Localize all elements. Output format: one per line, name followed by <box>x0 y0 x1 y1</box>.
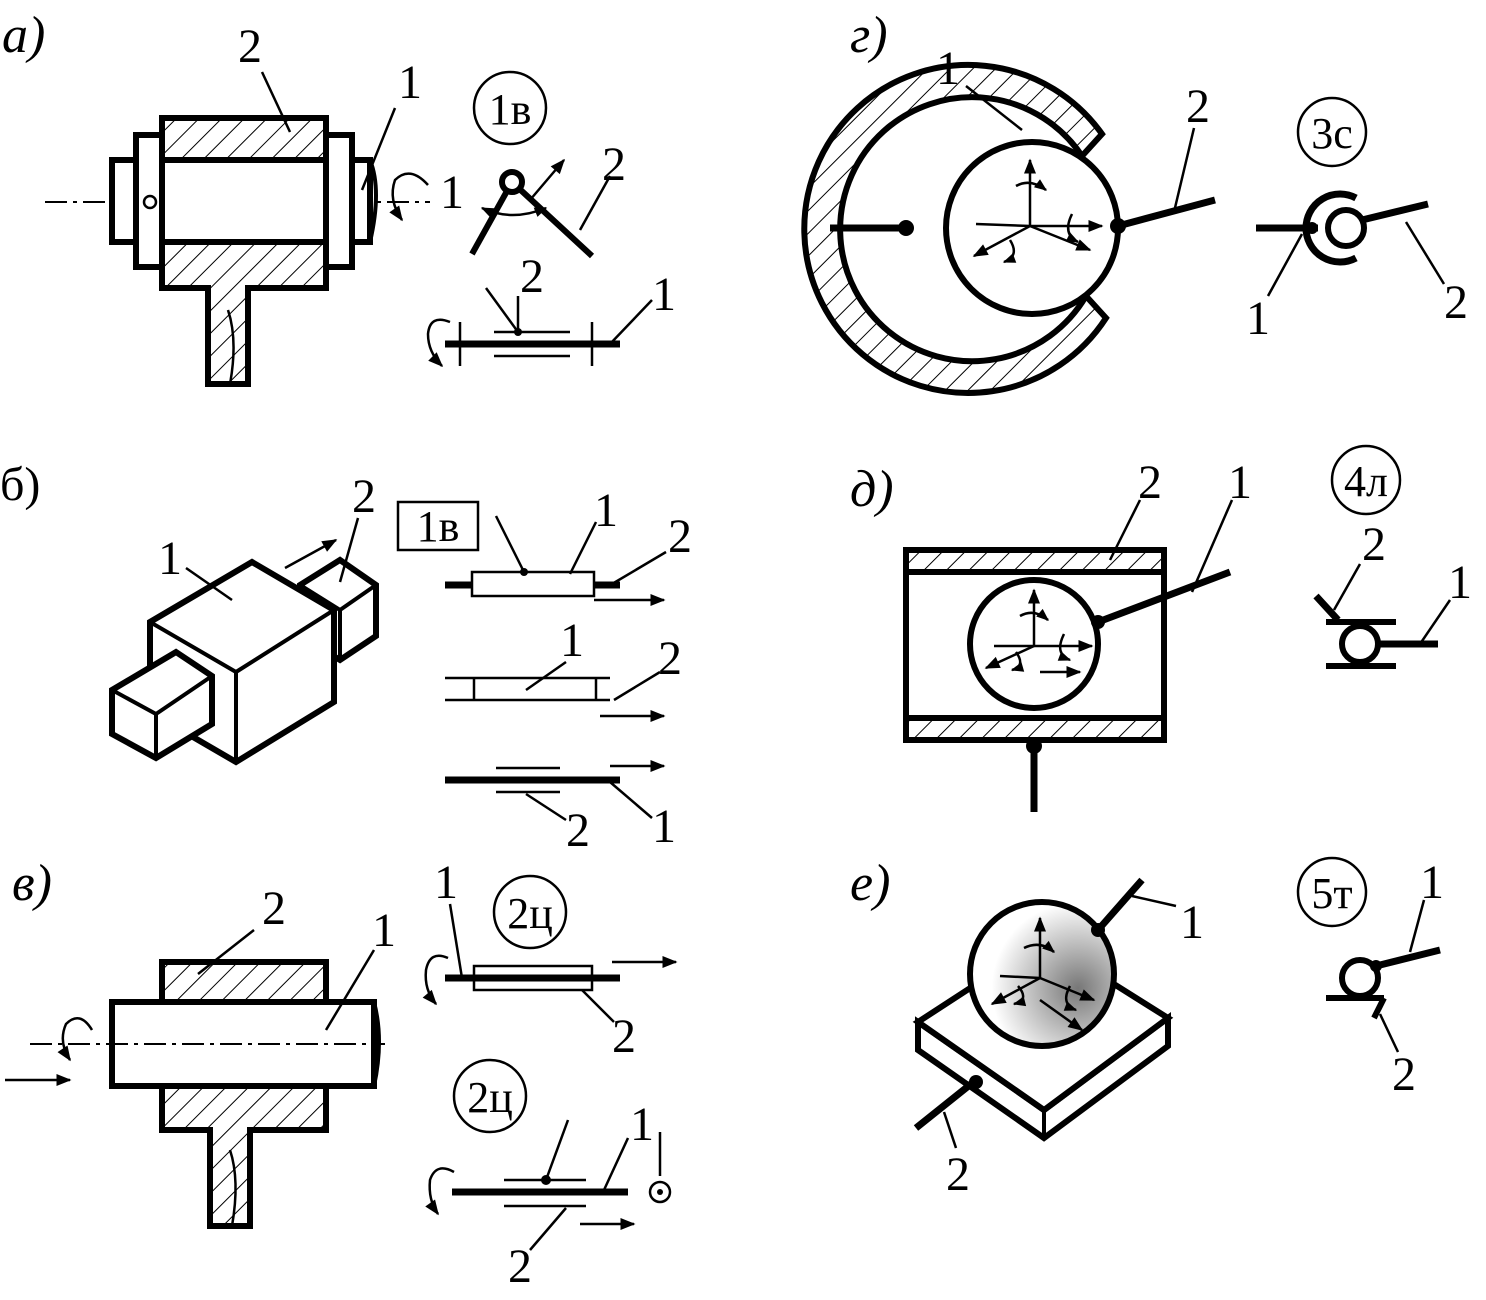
svg-text:1: 1 <box>560 614 584 667</box>
svg-text:1: 1 <box>1180 896 1204 949</box>
collar-right <box>323 132 355 270</box>
svg-text:1: 1 <box>630 1098 654 1151</box>
svg-text:1: 1 <box>594 484 618 537</box>
housing-bottom <box>159 239 329 387</box>
svg-text:1: 1 <box>398 56 422 109</box>
svg-text:2: 2 <box>566 804 590 857</box>
panel-a: а) 2 1 1в 1 2 <box>2 7 676 387</box>
svg-text:1: 1 <box>652 800 676 853</box>
housing-top <box>159 115 329 163</box>
rotation-arrow <box>389 172 429 222</box>
panel-e-letter: е) <box>850 855 890 912</box>
sphere <box>967 899 1117 1049</box>
panel-a-letter: а) <box>2 7 45 64</box>
center-mark <box>142 194 158 210</box>
svg-text:1: 1 <box>372 904 396 957</box>
panel-d: д) 2 1 4л 2 1 <box>850 444 1472 812</box>
panel-g-letter: г) <box>850 7 888 64</box>
panel-b-letter: б) <box>0 458 40 511</box>
svg-text:1в: 1в <box>489 85 532 134</box>
svg-text:2: 2 <box>238 20 262 73</box>
panel-d-letter: д) <box>850 461 894 518</box>
panel-v: в) 2 1 2ц 1 2 2ц 1 <box>5 855 678 1293</box>
panel-b: б) 1 2 1в 1 2 <box>0 458 692 857</box>
svg-text:2: 2 <box>946 1148 970 1201</box>
svg-text:2ц: 2ц <box>507 889 553 938</box>
svg-text:2: 2 <box>612 1010 636 1063</box>
svg-text:4л: 4л <box>1344 457 1388 506</box>
svg-text:1: 1 <box>158 532 182 585</box>
svg-text:2: 2 <box>520 250 544 303</box>
svg-text:2: 2 <box>1392 1048 1416 1101</box>
svg-text:1: 1 <box>936 42 960 95</box>
svg-text:2: 2 <box>668 510 692 563</box>
panel-v-letter: в) <box>12 855 52 912</box>
svg-text:2: 2 <box>658 632 682 685</box>
svg-text:3с: 3с <box>1311 109 1353 158</box>
spherical-socket <box>801 61 1110 396</box>
collar-left <box>133 132 165 270</box>
svg-text:2: 2 <box>352 470 376 523</box>
svg-text:1в: 1в <box>417 502 460 551</box>
svg-text:2: 2 <box>508 1240 532 1293</box>
svg-text:2: 2 <box>1444 276 1468 329</box>
svg-text:2ц: 2ц <box>467 1073 513 1122</box>
hinge-joint <box>499 169 525 195</box>
svg-text:5т: 5т <box>1311 869 1352 918</box>
svg-text:1: 1 <box>652 268 676 321</box>
badge-circle <box>472 70 548 146</box>
svg-text:1: 1 <box>434 856 458 909</box>
svg-text:1: 1 <box>1246 292 1270 345</box>
svg-text:2: 2 <box>1186 80 1210 133</box>
svg-text:1: 1 <box>1448 556 1472 609</box>
panel-e: е) 1 2 5т 1 2 <box>850 855 1444 1201</box>
svg-text:1: 1 <box>440 166 464 219</box>
svg-text:2: 2 <box>1138 456 1162 509</box>
svg-text:2: 2 <box>1362 518 1386 571</box>
svg-text:2: 2 <box>262 882 286 935</box>
panel-g: г) 1 2 3с 1 2 <box>801 7 1468 396</box>
